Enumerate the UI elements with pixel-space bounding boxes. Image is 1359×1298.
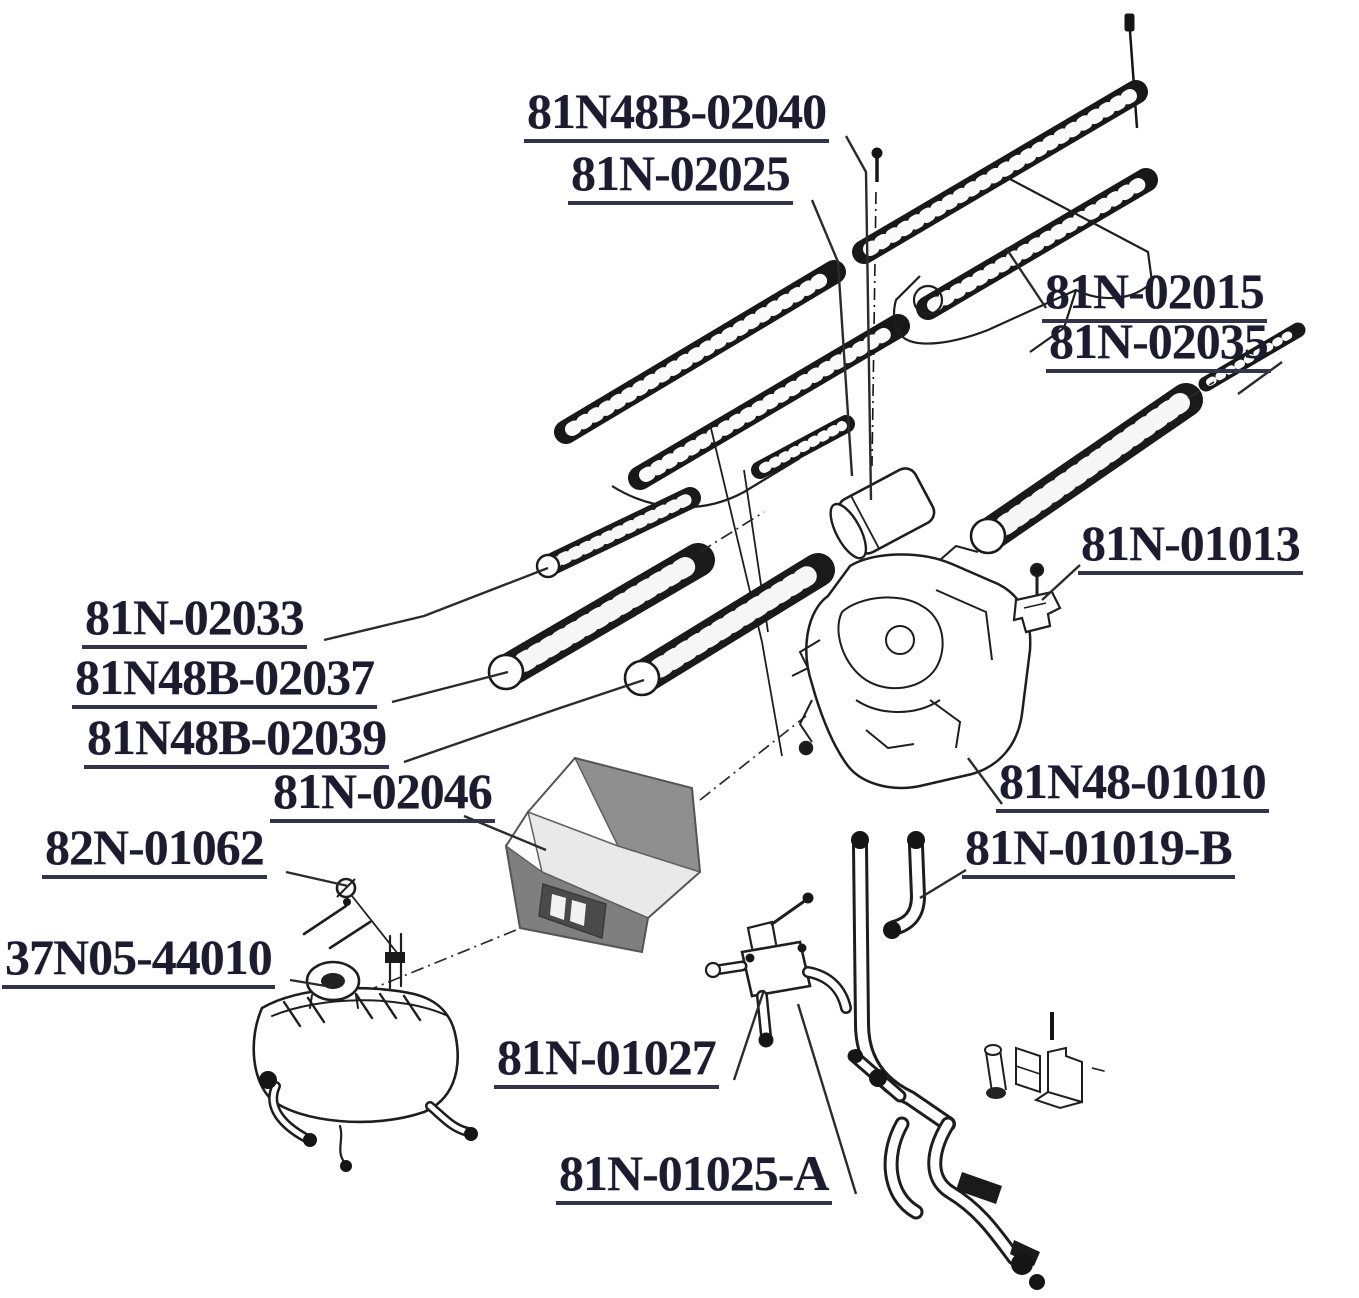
part-label-81n-02015: 81N-02015 <box>1042 266 1267 323</box>
part-label-81n-02035: 81N-02035 <box>1046 316 1271 373</box>
screw-center-icon <box>871 147 883 467</box>
assembly-axis-lines <box>373 381 1215 1073</box>
water-valve-assembly <box>704 892 852 1048</box>
heater-hoses <box>851 831 956 1132</box>
defroster-vent-strips <box>554 80 1306 490</box>
part-label-81n-01013: 81N-01013 <box>1078 518 1303 575</box>
part-label-81n-01025-a: 81N-01025-A <box>556 1148 832 1205</box>
part-label-81n-02046: 81N-02046 <box>270 766 495 823</box>
heater-unit-assembly <box>791 544 1032 790</box>
hose-clamp <box>335 877 399 955</box>
reservoir-tank <box>252 904 478 1172</box>
part-label-81n48b-02040: 81N48B-02040 <box>524 86 830 143</box>
part-label-81n-02025: 81N-02025 <box>568 148 793 205</box>
part-label-81n-02033: 81N-02033 <box>82 592 307 649</box>
lower-hoses <box>847 1049 1045 1290</box>
part-label-82n-01062: 82N-01062 <box>42 822 267 879</box>
part-label-81n48-01010: 81N48-01010 <box>996 756 1269 813</box>
part-label-81n48b-02037: 81N48B-02037 <box>72 652 378 709</box>
part-label-81n48b-02039: 81N48B-02039 <box>84 712 390 769</box>
mounting-bracket <box>1012 562 1062 634</box>
corrugated-hoses <box>487 383 1203 697</box>
control-box-photo <box>504 756 702 954</box>
screw-top-right-icon <box>1124 13 1139 129</box>
part-label-37n05-44010: 37N05-44010 <box>2 932 275 989</box>
bracket-parts <box>984 1012 1083 1110</box>
part-label-81n-01027: 81N-01027 <box>494 1032 719 1089</box>
duct-joint <box>829 467 936 560</box>
leader-lines <box>285 135 1283 1195</box>
part-label-81n-01019-b: 81N-01019-B <box>962 822 1235 879</box>
